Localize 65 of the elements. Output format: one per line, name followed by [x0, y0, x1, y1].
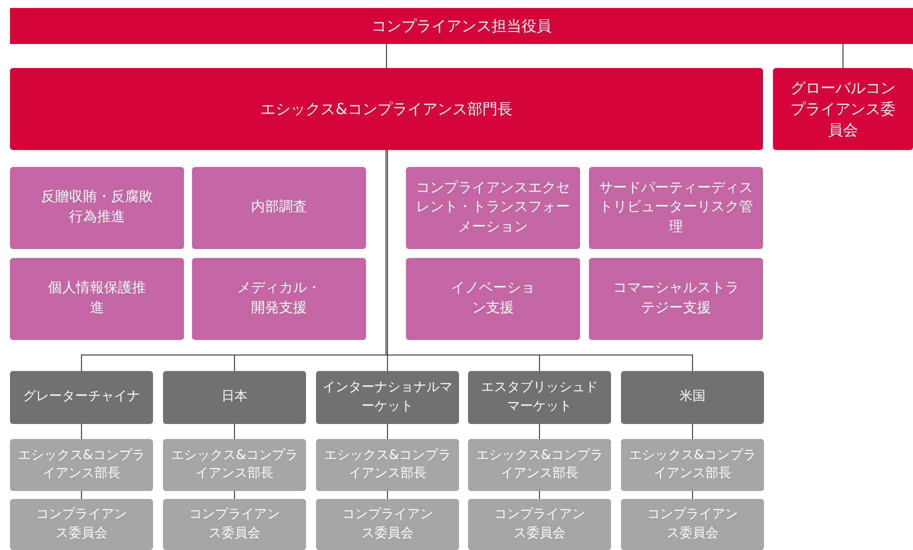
- org-box: [406, 167, 580, 249]
- box-label: 反贈収賄・反腐敗行為推進: [41, 188, 153, 227]
- org-box: [621, 499, 764, 550]
- box-label: サードパーティーディストリビューターリスク管理: [598, 178, 754, 237]
- box-label: エシックス&コンプライアンス部長: [474, 446, 604, 483]
- box-label: インターナショナルマーケット: [322, 379, 452, 416]
- org-box: [10, 258, 184, 340]
- org-box: [10, 8, 913, 44]
- box-label: コンプライアンス委員会: [494, 506, 585, 542]
- connector-line: [692, 424, 693, 440]
- box-label: エシックス&コンプライアンス部長: [322, 446, 452, 483]
- org-box: [10, 167, 184, 249]
- box-label: エシックス&コンプライアンス部門長: [260, 98, 512, 120]
- org-box: [192, 258, 366, 340]
- connector-line: [387, 490, 388, 500]
- box-label: イノベーション支援: [450, 279, 536, 318]
- box-label: エシックス&コンプライアンス部長: [628, 446, 758, 483]
- org-box: [163, 439, 306, 491]
- org-box: [468, 439, 611, 491]
- org-box: [468, 371, 611, 424]
- org-box: [316, 371, 459, 424]
- box-label: 米国: [680, 388, 706, 406]
- connector-line: [692, 490, 693, 500]
- org-box: [10, 499, 153, 550]
- org-box: [163, 371, 306, 424]
- box-label: コンプライアンス委員会: [342, 506, 433, 542]
- box-label: グレーターチャイナ: [23, 388, 140, 406]
- connector-line: [387, 150, 388, 372]
- box-label: コンプライアンス委員会: [189, 506, 280, 542]
- box-label: エスタブリッシュドマーケット: [480, 379, 599, 416]
- connector-line: [234, 424, 235, 440]
- connector-line: [386, 44, 387, 68]
- connector-line: [81, 424, 82, 440]
- box-label: コンプライアンス委員会: [36, 506, 127, 542]
- org-box: [589, 167, 763, 249]
- org-box: [192, 167, 366, 249]
- org-box: [406, 258, 580, 340]
- box-label: 個人情報保護推進: [48, 279, 146, 318]
- box-label: コンプライアンスエクセレント・トランスフォーメーション: [416, 178, 570, 237]
- org-box: [589, 258, 763, 340]
- connector-line: [539, 424, 540, 440]
- org-box: [316, 439, 459, 491]
- box-label: グローバルコンプライアンス委員会: [790, 78, 896, 140]
- org-box: [621, 439, 764, 491]
- box-label: 内部調査: [251, 198, 307, 218]
- org-box: [10, 68, 763, 150]
- org-box: [10, 439, 153, 491]
- box-label: メディカル・開発支援: [237, 279, 321, 318]
- connector-line: [387, 424, 388, 440]
- box-label: コマーシャルストラテジー支援: [613, 279, 739, 318]
- box-label: エシックス&コンプライアンス部長: [16, 446, 146, 483]
- connector-line: [842, 44, 844, 68]
- connector-line: [234, 490, 235, 500]
- org-box: [773, 68, 913, 150]
- connector-line: [81, 490, 82, 500]
- org-box: [316, 499, 459, 550]
- connector-line: [539, 490, 540, 500]
- org-box: [10, 371, 153, 424]
- org-box: [468, 499, 611, 550]
- org-box: [621, 371, 764, 424]
- box-label: コンプライアンス委員会: [647, 506, 738, 542]
- box-label: コンプライアンス担当役員: [372, 16, 552, 36]
- box-label: 日本: [222, 388, 248, 406]
- box-label: エシックス&コンプライアンス部長: [170, 446, 300, 483]
- org-box: [163, 499, 306, 550]
